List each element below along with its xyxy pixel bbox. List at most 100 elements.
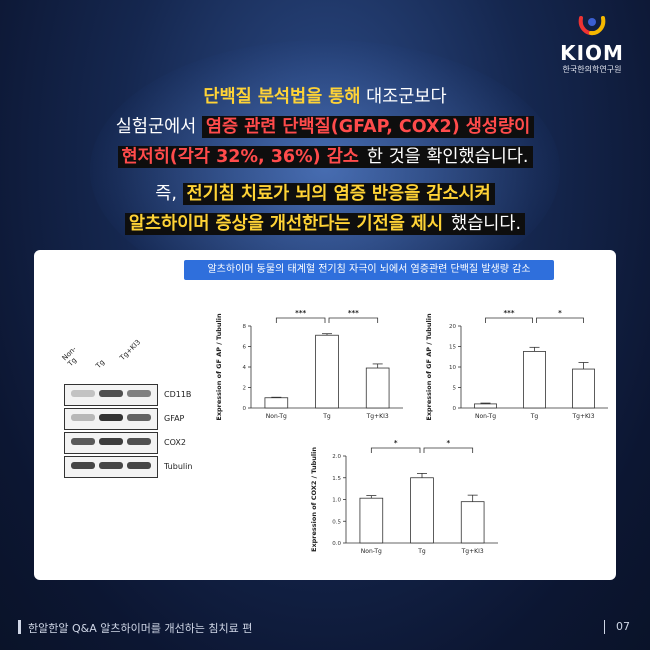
y-tick-label: 0 xyxy=(243,406,247,412)
blot-band xyxy=(127,438,151,445)
significance-bracket xyxy=(370,447,421,453)
y-tick-label: 5 xyxy=(453,386,457,392)
bar xyxy=(460,501,485,544)
bar xyxy=(359,497,384,544)
significance-bracket xyxy=(485,317,533,323)
y-axis-label: Expression of GF AP / Tubulin xyxy=(425,313,433,421)
blot-strip-tubulin xyxy=(64,456,158,478)
headline-line-2: 실험군에서 염증 관련 단백질(GFAP, COX2) 생성량이 xyxy=(0,114,650,140)
headline-yellow-4: 전기침 치료가 뇌의 염증 반응을 감소시켜 xyxy=(182,183,495,205)
brand-subtitle: 한국한의학연구원 xyxy=(562,65,622,74)
x-tick-label: Tg xyxy=(322,413,331,420)
lane-label: Tg+KI3 xyxy=(118,338,143,362)
blot-strip-gfap xyxy=(64,408,158,430)
lane-label: Tg xyxy=(94,358,107,370)
headline-yellow-1: 단백질 분석법을 통해 xyxy=(203,87,361,107)
significance-bracket xyxy=(536,317,584,323)
bar xyxy=(264,397,289,409)
x-tick-label: Non-Tg xyxy=(475,413,496,420)
bar xyxy=(410,477,434,544)
headline-text-2: 실험군에서 xyxy=(115,117,202,137)
y-tick-label: 4 xyxy=(243,365,247,371)
significance-label: * xyxy=(446,439,450,447)
bar xyxy=(523,351,546,409)
lane-label: Non-Tg xyxy=(60,345,79,368)
page-number: 07 xyxy=(616,620,630,633)
blot-band xyxy=(127,462,151,469)
bar xyxy=(572,368,595,409)
x-tick-label: Non-Tg xyxy=(266,413,287,420)
figure-title: 알츠하이머 동물의 태계혈 전기침 자극이 뇌에서 염증관련 단백질 발생량 감… xyxy=(184,260,554,280)
y-tick-label: 2.0 xyxy=(332,454,341,460)
y-tick-label: 1.0 xyxy=(332,498,341,504)
brand-name: KIOM xyxy=(560,41,624,65)
bar xyxy=(315,334,339,409)
blot-band xyxy=(71,462,95,469)
blot-strip-cox2 xyxy=(64,432,158,454)
y-tick-label: 0.5 xyxy=(332,519,341,525)
blot-label: GFAP xyxy=(164,414,185,423)
headline-yellow-5: 알츠하이머 증상을 개선한다는 기전을 제시 xyxy=(124,213,448,235)
footer-bar: 한알한알 Q&A 알츠하이머를 개선하는 침치료 편 07 xyxy=(0,618,650,642)
y-tick-label: 10 xyxy=(449,365,456,371)
kiom-logo-mark xyxy=(578,16,606,36)
y-tick-label: 20 xyxy=(449,324,456,330)
headline-text-4: 즉, xyxy=(155,184,183,204)
significance-bracket xyxy=(423,447,474,453)
blot-band xyxy=(71,438,95,445)
y-tick-label: 2 xyxy=(243,386,247,392)
x-tick-label: Non-Tg xyxy=(361,548,382,555)
headline-text-3: 한 것을 확인했습니다. xyxy=(362,146,533,168)
headline-line-1: 단백질 분석법을 통해 대조군보다 xyxy=(0,84,650,110)
blot-band xyxy=(127,390,151,397)
figure-card: 알츠하이머 동물의 태계혈 전기침 자극이 뇌에서 염증관련 단백질 발생량 감… xyxy=(34,250,616,580)
blot-band xyxy=(99,390,123,397)
significance-label: *** xyxy=(504,309,515,317)
significance-label: *** xyxy=(348,309,359,317)
bar-chart-cox2: 0.0 0.5 1.0 1.5 2.0 Expression of COX2 / Tubu… xyxy=(310,439,498,555)
headline-red-2: 염증 관련 단백질(GFAP, COX2) 생성량이 xyxy=(201,116,535,138)
y-tick-label: 15 xyxy=(449,345,456,351)
blot-band xyxy=(99,414,123,421)
footer-series-title: 한알한알 Q&A 알츠하이머를 개선하는 침치료 편 xyxy=(28,622,253,635)
significance-label: * xyxy=(558,309,562,317)
headline-line-4: 즉, 전기침 치료가 뇌의 염증 반응을 감소시켜 xyxy=(0,181,650,207)
kiom-logo: KIOM 한국한의학연구원 xyxy=(552,14,632,75)
blot-band xyxy=(99,462,123,469)
y-tick-label: 6 xyxy=(243,345,247,351)
y-axis-label: Expression of COX2 / Tubulin xyxy=(310,447,318,552)
x-tick-label: Tg+KI3 xyxy=(571,413,594,420)
significance-label: *** xyxy=(295,309,306,317)
headline-red-3: 현저히(각각 32%, 36%) 감소 xyxy=(117,146,363,168)
blot-strip-cd11b xyxy=(64,384,158,406)
y-tick-label: 8 xyxy=(243,324,247,330)
blot-band xyxy=(71,390,95,397)
blot-label: COX2 xyxy=(164,438,186,447)
bar xyxy=(474,403,497,409)
x-tick-label: Tg xyxy=(417,548,426,555)
x-tick-label: Tg+KI3 xyxy=(461,548,484,555)
x-tick-label: Tg+KI3 xyxy=(366,413,389,420)
blot-band xyxy=(71,414,95,421)
significance-bracket xyxy=(275,317,326,323)
y-tick-label: 1.5 xyxy=(332,476,341,482)
y-tick-label: 0 xyxy=(453,406,457,412)
y-tick-label: 0.0 xyxy=(332,541,341,547)
significance-bracket xyxy=(328,317,379,323)
footer-left-divider xyxy=(18,620,21,634)
significance-label: * xyxy=(394,439,398,447)
x-tick-label: Tg xyxy=(530,413,539,420)
blot-band xyxy=(127,414,151,421)
footer-right-divider xyxy=(604,620,605,634)
headline-text-5: 했습니다. xyxy=(447,213,526,235)
blot-label: Tubulin xyxy=(164,462,193,471)
blot-band xyxy=(99,438,123,445)
bar xyxy=(365,367,390,409)
blot-label: CD11B xyxy=(164,390,192,399)
y-axis-label: Expression of GF AP / Tubulin xyxy=(215,313,223,421)
headline-text-1: 대조군보다 xyxy=(360,87,447,107)
